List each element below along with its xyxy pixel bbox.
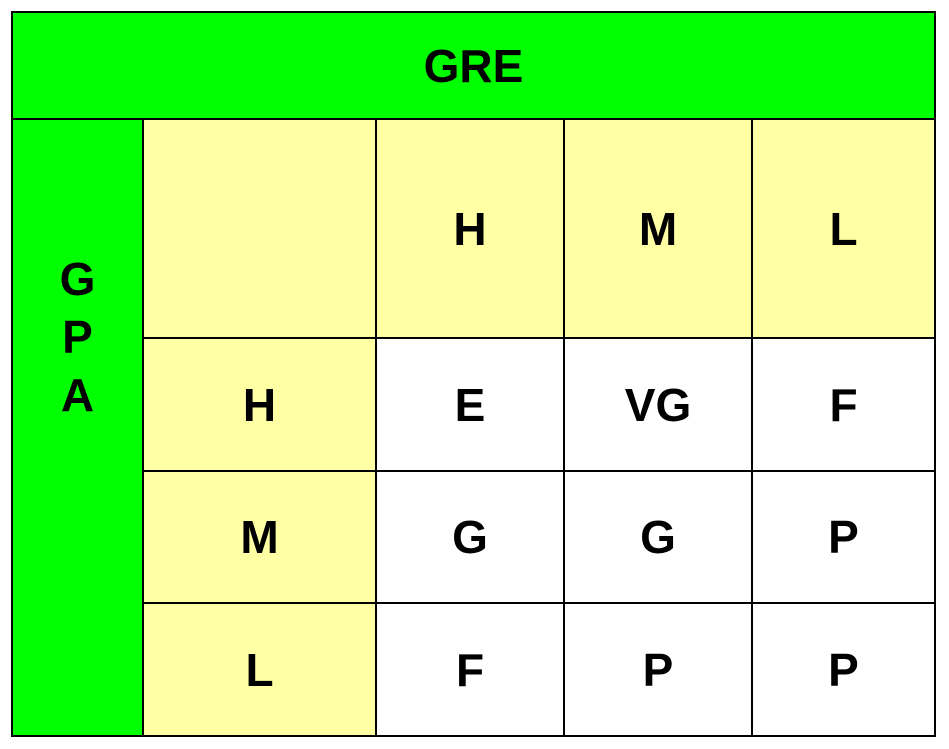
table-cell: P bbox=[753, 472, 934, 604]
column-header-h: H bbox=[377, 120, 565, 339]
rating-grid: H M L H E VG F M G G P L F P P bbox=[144, 120, 934, 735]
gpa-letter-g: G bbox=[59, 253, 96, 305]
gpa-side-header: G P A bbox=[13, 120, 144, 735]
column-header-l: L bbox=[753, 120, 934, 339]
table-cell: G bbox=[565, 472, 753, 604]
table-cell: F bbox=[377, 604, 565, 735]
gre-gpa-table: GRE G P A H M L H E VG F M G G P L F P P bbox=[11, 11, 936, 737]
gpa-letter-p: P bbox=[62, 311, 93, 363]
gre-header-label: GRE bbox=[423, 39, 524, 92]
table-cell: G bbox=[377, 472, 565, 604]
gpa-label: G P A bbox=[13, 250, 142, 424]
row-header-m: M bbox=[144, 472, 377, 604]
table-cell: VG bbox=[565, 339, 753, 472]
row-header-h: H bbox=[144, 339, 377, 472]
table-cell: P bbox=[753, 604, 934, 735]
gpa-letter-a: A bbox=[60, 369, 95, 421]
table-cell: P bbox=[565, 604, 753, 735]
table-cell: E bbox=[377, 339, 565, 472]
column-header-m: M bbox=[565, 120, 753, 339]
corner-cell bbox=[144, 120, 377, 339]
gre-header: GRE bbox=[13, 13, 934, 120]
table-cell: F bbox=[753, 339, 934, 472]
row-header-l: L bbox=[144, 604, 377, 735]
